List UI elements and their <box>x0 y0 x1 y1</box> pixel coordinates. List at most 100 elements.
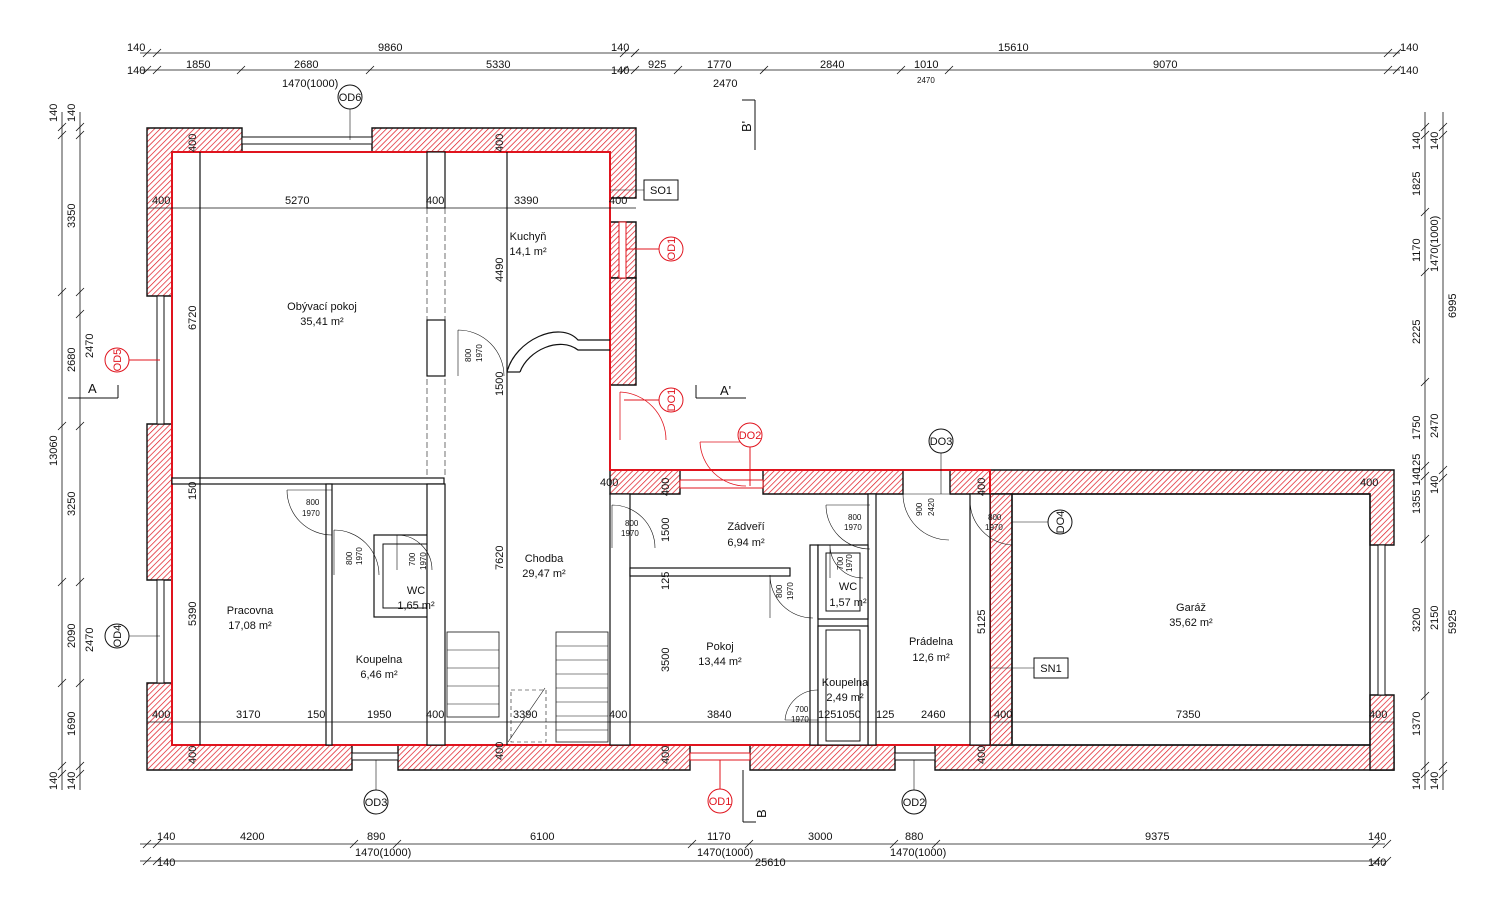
dim-text: 400 <box>660 746 672 764</box>
top-dimension-labels: 140 9860 140 15610 140 140 1850 2680 533… <box>127 42 1418 90</box>
dim-text: 4490 <box>494 258 506 282</box>
room-area: 29,47 m² <box>522 568 566 580</box>
dim-text: 1251050 <box>818 709 861 721</box>
room-kuchyn: Kuchyň 14,1 m² <box>509 231 547 258</box>
dim-text: 9860 <box>378 42 402 54</box>
room-name: Pokoj <box>706 641 734 653</box>
dim-text: 140 <box>1411 132 1423 150</box>
dim-text: 140 <box>1368 857 1386 869</box>
dim-text: 140 <box>1429 772 1441 790</box>
room-area: 17,08 m² <box>228 620 272 632</box>
room-area: 1,65 m² <box>397 600 435 612</box>
inner-dimension-labels: 400 5270 400 3390 400 400 400 4490 6720 … <box>152 134 1387 764</box>
dim-text: 140 <box>157 831 175 843</box>
dim-text: 1825 <box>1411 172 1423 196</box>
door-label: 1970 <box>419 552 428 570</box>
dim-text: 400 <box>494 742 506 760</box>
dim-text: 140 <box>1429 476 1441 494</box>
dim-text: 140 <box>48 772 60 790</box>
room-area: 35,62 m² <box>1169 617 1213 629</box>
tag-od1-bottom: OD1 <box>709 796 732 808</box>
room-pradelna: Prádelna 12,6 m² <box>909 636 954 664</box>
dim-text: 9375 <box>1145 831 1169 843</box>
door-label: 800 <box>848 513 862 522</box>
dim-text: 125 <box>660 572 672 590</box>
dim-text: 3390 <box>513 709 537 721</box>
dim-text: 1370 <box>1411 712 1423 736</box>
dim-text: 1170 <box>1411 238 1423 262</box>
dim-text: 7620 <box>494 546 506 570</box>
dim-text: 1770 <box>707 59 731 71</box>
tag-od5: OD5 <box>112 349 124 372</box>
dim-text: 140 <box>1400 65 1418 77</box>
room-name: Obývací pokoj <box>287 301 357 313</box>
dim-text: 400 <box>187 134 199 152</box>
door-label: 1970 <box>844 523 862 532</box>
room-name: Chodba <box>525 553 564 565</box>
room-area: 1,57 m² <box>829 597 867 609</box>
dim-text: 1470(1000) <box>890 847 946 859</box>
dim-text: 6995 <box>1447 294 1459 318</box>
room-chodba: Chodba 29,47 m² <box>522 553 566 580</box>
dim-text: 400 <box>152 195 170 207</box>
door-label: 800 <box>775 584 784 598</box>
room-koupelna-2: Koupelna 2,49 m² <box>822 677 869 704</box>
dim-text: 6100 <box>530 831 554 843</box>
door-label: 800 <box>345 551 354 565</box>
dim-text: 3840 <box>707 709 731 721</box>
dim-text: 400 <box>426 195 444 207</box>
dim-text: 140 <box>611 42 629 54</box>
dim-text: 5270 <box>285 195 309 207</box>
tag-do4: DO4 <box>1055 511 1067 534</box>
dim-text: 140 <box>127 65 145 77</box>
left-dimension-labels: 140 140 3350 2680 2470 13060 3250 2090 2… <box>48 104 96 790</box>
room-obyvaci-pokoj: Obývací pokoj 35,41 m² <box>287 301 357 328</box>
dim-text: 5925 <box>1447 610 1459 634</box>
door-label: 900 <box>915 502 924 516</box>
dim-text: 3350 <box>66 204 78 228</box>
door-label: 700 <box>408 552 417 566</box>
room-area: 13,44 m² <box>698 656 742 668</box>
dim-text: 6720 <box>187 306 199 330</box>
room-pokoj: Pokoj 13,44 m² <box>698 641 742 668</box>
dim-text: 2680 <box>294 59 318 71</box>
room-name: Prádelna <box>909 636 954 648</box>
room-name: Koupelna <box>822 677 869 689</box>
tag-do3: DO3 <box>930 436 953 448</box>
room-area: 35,41 m² <box>300 316 344 328</box>
tag-do2: DO2 <box>739 430 762 442</box>
dim-text: 140 <box>1368 831 1386 843</box>
room-area: 2,49 m² <box>826 692 864 704</box>
dim-text: 925 <box>648 59 666 71</box>
room-area: 6,46 m² <box>360 669 398 681</box>
dim-text: 140 <box>1429 132 1441 150</box>
door-label: 1970 <box>355 547 364 565</box>
dim-text: 5390 <box>187 602 199 626</box>
dim-text: 2470 <box>84 334 96 358</box>
dim-text: 150 <box>307 709 325 721</box>
dim-text: 400 <box>994 709 1012 721</box>
tag-od3: OD3 <box>365 797 388 809</box>
tag-od6: OD6 <box>339 92 362 104</box>
room-pracovna: Pracovna 17,08 m² <box>227 605 274 632</box>
room-garaz: Garáž 35,62 m² <box>1169 602 1213 629</box>
dim-text: 3500 <box>660 648 672 672</box>
dim-text: 3200 <box>1411 608 1423 632</box>
inner-dimension-lines <box>147 207 1394 723</box>
room-name: Pracovna <box>227 605 274 617</box>
interior-walls <box>171 151 1371 746</box>
dim-text: 1470(1000) <box>355 847 411 859</box>
element-tags: OD6 OD5 OD4 OD3 OD1 OD2 OD1 DO1 DO2 <box>104 84 1073 815</box>
room-name: WC <box>839 581 857 593</box>
dim-text: 2460 <box>921 709 945 721</box>
dimension-lines <box>57 48 1448 866</box>
dim-text: 400 <box>600 477 618 489</box>
door-label: 1970 <box>475 344 484 362</box>
dim-text: 2840 <box>820 59 844 71</box>
section-markers: A A' B' B <box>68 99 769 823</box>
room-zadveri: Zádveří 6,94 m² <box>727 521 765 549</box>
dim-text: 1500 <box>494 372 506 396</box>
dim-text: 1750 <box>1411 416 1423 440</box>
section-a: A <box>88 381 97 396</box>
dim-text: 880 <box>905 831 923 843</box>
